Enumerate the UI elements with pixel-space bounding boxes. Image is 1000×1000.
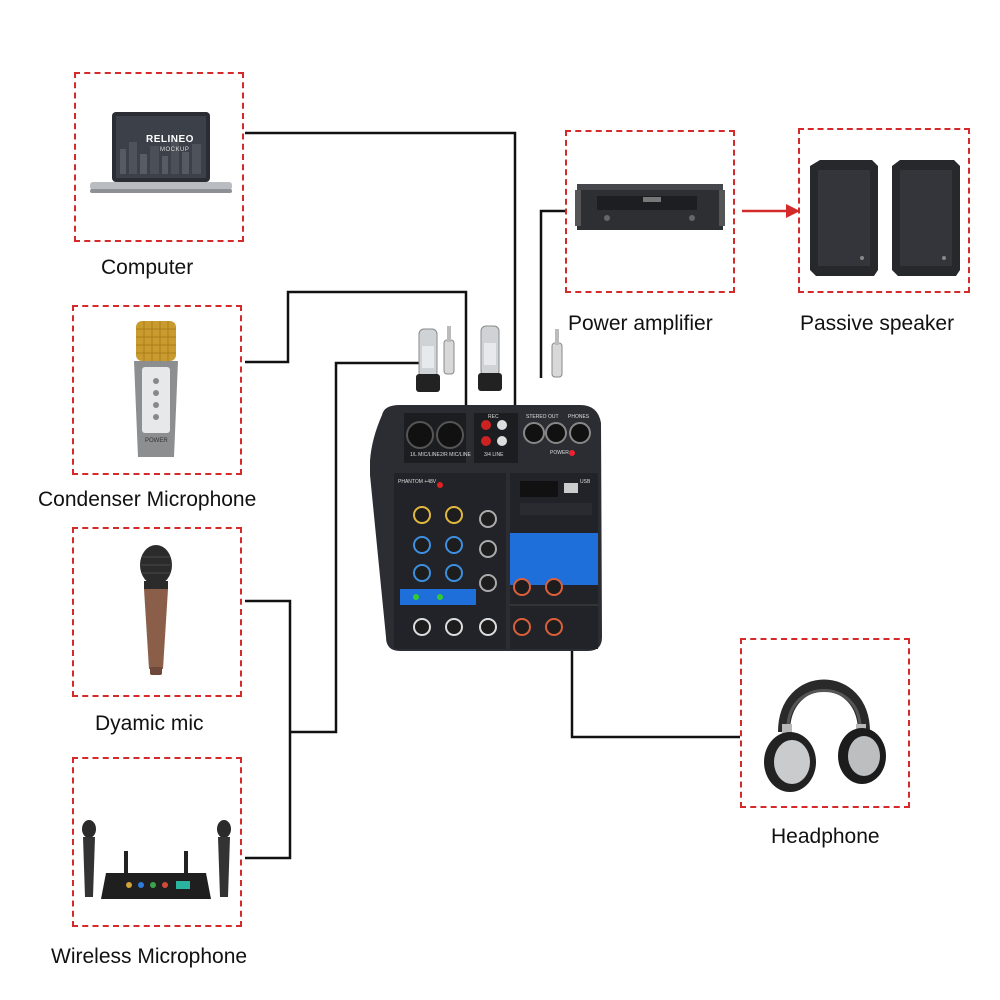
passive-speaker-icon [810, 160, 960, 276]
wireless-mic-box [72, 757, 242, 927]
mixer-jack-label-3: 3/4 LINE [484, 452, 504, 458]
mixer-phantom-label: PHANTOM +48V [398, 479, 437, 485]
laptop-screen-brand: RELINEO [146, 134, 194, 145]
cable-headphone [570, 650, 740, 739]
computer-label: Computer [101, 256, 194, 279]
laptop-screen-subtext: MOCKUP [160, 147, 190, 153]
jack-plug-2 [551, 329, 563, 378]
mixer-rec-label: REC [488, 414, 499, 420]
cable-mixer-input [290, 361, 430, 734]
mixer-knobs [413, 506, 497, 636]
cable-condenser-mic [245, 290, 468, 405]
condenser-mic-box: POWER [72, 305, 242, 475]
xlr-plug-2 [478, 325, 502, 391]
cable-power-amp [539, 209, 565, 378]
condenser-mic-label: Condenser Microphone [38, 488, 257, 511]
mixer-body [370, 405, 602, 651]
mixer-jack-label-1: 1/L MIC/LINE [410, 452, 440, 458]
dynamic-mic-label: Dyamic mic [95, 712, 204, 735]
power-amplifier-icon [575, 184, 725, 230]
dynamic-mic-box [72, 527, 242, 697]
mixer-stereo-out-label: STEREO OUT [526, 414, 559, 420]
computer-box: RELINEO MOCKUP [74, 72, 244, 242]
arrow-head [786, 204, 800, 218]
mixer-usb-label: USB [580, 479, 591, 485]
headphone-label: Headphone [771, 825, 880, 848]
jack-plug-1 [443, 326, 455, 375]
headphone-icon [764, 679, 886, 792]
power-amp-label: Power amplifier [568, 312, 713, 335]
wireless-mic-label: Wireless Microphone [51, 945, 248, 968]
power-amp-box [565, 130, 735, 293]
passive-speaker-box [798, 128, 970, 293]
mixer-jack-label-2: 2/R MIC/LINE [440, 452, 471, 458]
wireless-mic-icon [82, 820, 231, 899]
xlr-plug-1 [416, 328, 440, 392]
condenser-mic-icon [134, 321, 178, 457]
dynamic-mic-icon [140, 545, 172, 675]
cable-dynamic-mic [245, 599, 292, 860]
cable-computer [245, 131, 517, 405]
headphone-box [740, 638, 910, 808]
passive-speaker-label: Passive speaker [800, 312, 955, 335]
laptop-icon [90, 112, 232, 193]
mixer-phones-label: PHONES [568, 414, 590, 420]
audio-mixer: 1/L MIC/LINE 2/R MIC/LINE 3/4 LINE REC S… [370, 405, 603, 653]
mixer-power-label: POWER [550, 450, 569, 456]
condenser-mic-power-text: POWER [145, 438, 168, 444]
